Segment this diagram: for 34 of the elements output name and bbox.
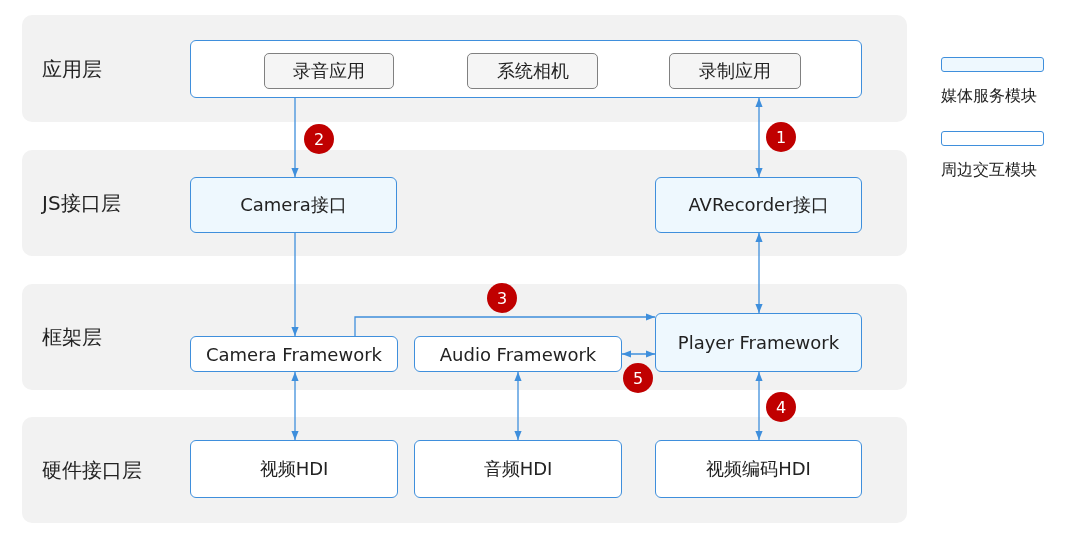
module-box: Camera接口 <box>190 177 397 233</box>
step-number: 1 <box>766 122 796 152</box>
arrow <box>755 97 763 178</box>
layer-band <box>22 417 907 523</box>
container-box <box>190 40 862 98</box>
arrow <box>755 232 763 314</box>
arrow <box>291 232 299 337</box>
arrow <box>755 371 763 441</box>
layer-label: 应用层 <box>42 55 102 82</box>
layer-label: 硬件接口层 <box>42 456 142 484</box>
step-number: 2 <box>304 124 334 154</box>
module-box: 音频HDI <box>414 440 622 498</box>
legend-label: 媒体服务模块 <box>941 86 1037 107</box>
layer-band <box>22 150 907 256</box>
layer-label: 框架层 <box>42 323 102 351</box>
arrow <box>354 313 656 337</box>
module-box: AVRecorder接口 <box>655 177 862 233</box>
module-box: Camera Framework <box>190 336 398 372</box>
module-box: 视频HDI <box>190 440 398 498</box>
app-box: 系统相机 <box>467 53 598 89</box>
legend-label: 周边交互模块 <box>941 160 1037 181</box>
module-box: Player Framework <box>655 313 862 372</box>
app-box: 录制应用 <box>669 53 801 89</box>
arrow <box>291 97 299 178</box>
layer-band <box>22 284 907 390</box>
layer-label: JS接口层 <box>42 189 121 217</box>
layer-band <box>22 15 907 122</box>
module-box: Audio Framework <box>414 336 622 372</box>
app-box: 录音应用 <box>264 53 394 89</box>
module-box: 视频编码HDI <box>655 440 862 498</box>
arrow <box>621 350 656 358</box>
step-number: 4 <box>766 392 796 422</box>
arrow <box>291 371 299 441</box>
arrow <box>514 371 522 441</box>
